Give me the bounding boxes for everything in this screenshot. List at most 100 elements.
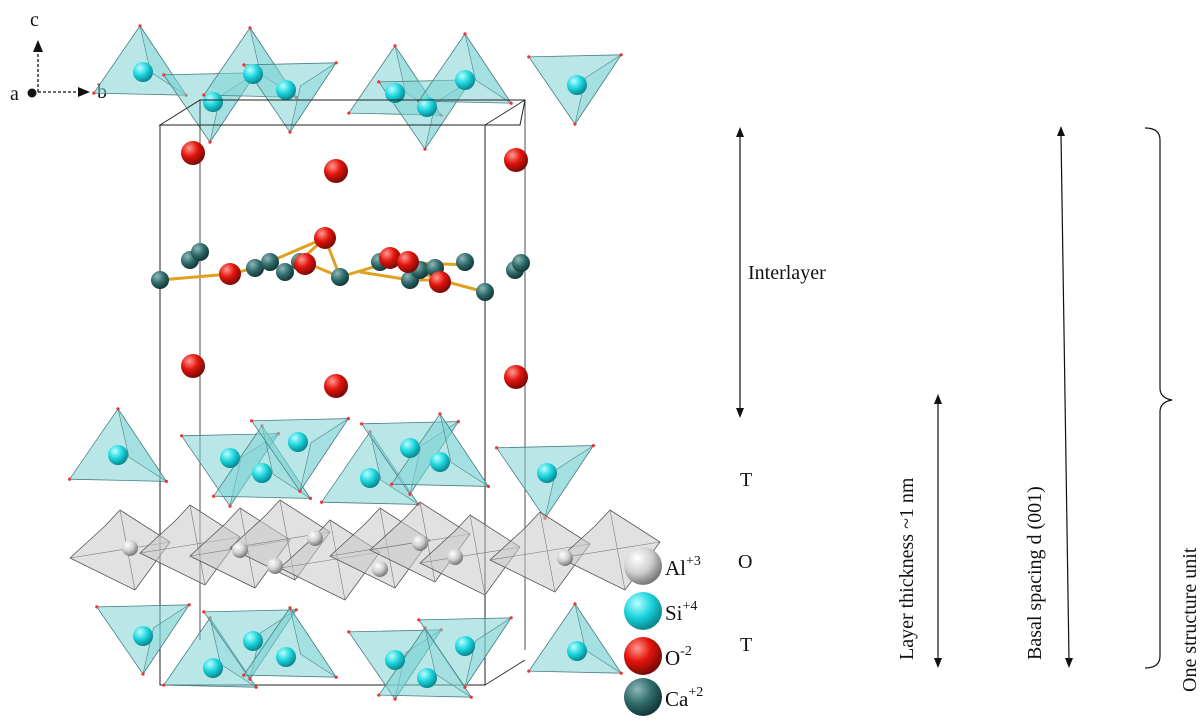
vertex-oxygen xyxy=(495,446,499,450)
si-tetrahedron-face xyxy=(142,604,190,675)
oxygen-atom xyxy=(429,271,451,293)
vertex-oxygen xyxy=(377,80,381,84)
vertex-oxygen xyxy=(334,675,338,679)
si-atom xyxy=(276,647,296,667)
vertex-oxygen xyxy=(463,685,467,689)
al-atom xyxy=(267,558,283,574)
si-atom xyxy=(203,658,223,678)
legend-symbol: O xyxy=(665,646,680,670)
al-atom xyxy=(447,549,463,565)
vertex-oxygen xyxy=(95,605,99,609)
si-atom xyxy=(252,463,272,483)
si-tetrahedron-face xyxy=(574,54,622,125)
vertex-oxygen xyxy=(334,61,338,65)
vertex-oxygen xyxy=(250,419,254,423)
calcium-atom xyxy=(151,271,169,289)
vertex-oxygen xyxy=(162,73,166,77)
vertex-oxygen xyxy=(591,444,596,448)
si-atom xyxy=(220,448,240,468)
vertex-oxygen xyxy=(573,122,577,126)
interlayer-arrow-top xyxy=(736,127,744,137)
legend-aluminium-label: Al+3 xyxy=(665,554,701,580)
oxygen-atom xyxy=(324,374,348,398)
oxygen-atom xyxy=(504,365,528,389)
si-atom xyxy=(567,75,587,95)
si-atom xyxy=(455,70,475,90)
oxygen-atom xyxy=(397,251,419,273)
si-atom xyxy=(385,650,405,670)
si-tetrahedron-face xyxy=(289,607,337,678)
layer-thickness-arrow-top xyxy=(934,394,942,404)
octahedron-edge xyxy=(469,514,486,596)
octahedron-edge xyxy=(559,541,661,559)
structure-unit-brace xyxy=(1144,127,1173,669)
vertex-oxygen xyxy=(377,693,381,697)
vertex-oxygen xyxy=(288,130,292,134)
vertex-oxygen xyxy=(469,695,473,699)
si-atom xyxy=(243,64,263,84)
vertex-oxygen xyxy=(390,482,394,486)
vertex-oxygen xyxy=(164,479,168,483)
al-atom xyxy=(122,540,138,556)
vertex-oxygen xyxy=(347,630,351,634)
c-axis-label: c xyxy=(30,9,39,31)
vertex-oxygen xyxy=(408,492,412,496)
vertex-oxygen xyxy=(138,24,142,28)
vertex-oxygen xyxy=(162,683,166,687)
calcium-atom xyxy=(276,263,294,281)
b-axis-arrowhead xyxy=(78,87,90,97)
vertex-oxygen xyxy=(619,53,623,57)
si-atom xyxy=(288,432,308,452)
si-tetrahedron-face xyxy=(464,33,512,104)
legend-oxygen-label: O-2 xyxy=(665,644,692,670)
vertex-oxygen xyxy=(509,101,513,105)
calcium-atom xyxy=(191,243,209,261)
c-axis-arrowhead xyxy=(33,40,43,52)
vertex-oxygen xyxy=(180,434,184,438)
legend-charge: -2 xyxy=(680,644,692,659)
oxygen-atom xyxy=(379,247,401,269)
si-atom xyxy=(133,62,153,82)
unit-cell-front xyxy=(159,124,486,686)
si-atom xyxy=(567,641,587,661)
vertex-oxygen xyxy=(208,140,212,144)
si-atom xyxy=(385,83,405,103)
legend-symbol: Al xyxy=(665,556,686,580)
t-bottom-label: T xyxy=(740,634,752,656)
oxygen-atom xyxy=(219,263,241,285)
crystal-structure xyxy=(68,24,661,701)
si-atom xyxy=(133,626,153,646)
interlayer-arrow-bottom xyxy=(736,408,744,418)
vertex-oxygen xyxy=(393,44,397,48)
si-tetrahedron-face xyxy=(439,413,489,487)
legend-charge: +3 xyxy=(686,554,701,569)
al-atom xyxy=(372,561,388,577)
vertex-oxygen xyxy=(242,63,246,67)
si-atom xyxy=(400,438,420,458)
vertex-oxygen xyxy=(360,422,364,426)
vertex-oxygen xyxy=(202,93,206,97)
vertex-oxygen xyxy=(248,677,252,681)
oxygen-atom xyxy=(314,227,336,249)
octahedron-edge xyxy=(539,511,556,593)
o-middle-label: O xyxy=(738,551,752,573)
vertex-oxygen xyxy=(141,672,145,676)
oxygen-atom xyxy=(324,159,348,183)
vertex-oxygen xyxy=(456,420,460,424)
si-atom xyxy=(203,92,223,112)
vertex-oxygen xyxy=(308,496,312,500)
calcium-atom xyxy=(476,283,494,301)
si-atom xyxy=(417,668,437,688)
legend-symbol: Si xyxy=(665,601,683,625)
vertex-oxygen xyxy=(619,671,623,675)
oxygen-atom xyxy=(181,354,205,378)
axis-indicator: c a b xyxy=(10,9,107,105)
element-legend: Al+3Si+4O-2Ca+2 xyxy=(624,547,703,716)
si-atom xyxy=(455,636,475,656)
si-tetrahedron-face xyxy=(574,603,622,674)
ca-o-bond xyxy=(159,272,231,282)
vertex-oxygen xyxy=(92,91,96,95)
si-atom xyxy=(360,468,380,488)
si-atom xyxy=(537,463,557,483)
